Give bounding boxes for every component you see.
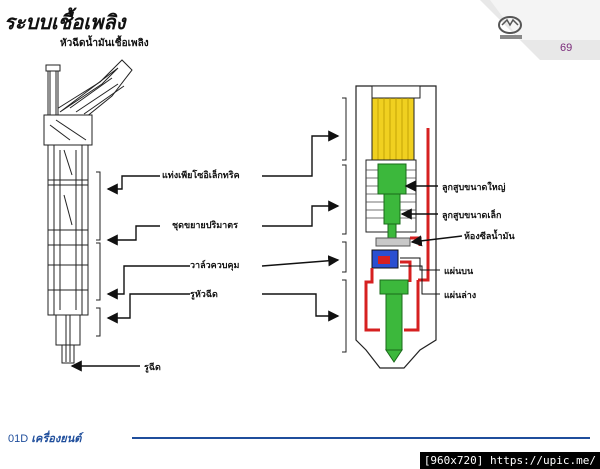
arrow-amplifier-right bbox=[262, 200, 340, 227]
arrow-valve-left bbox=[106, 265, 190, 300]
label-upper-plate: แผ่นบน bbox=[444, 267, 474, 277]
left-brackets bbox=[96, 171, 101, 337]
page-subtitle: หัวฉีดน้ำมันเชื้อเพลิง bbox=[60, 38, 149, 49]
arrow-solenoid-right bbox=[262, 130, 340, 177]
label-injection-hole: รูฉีด bbox=[144, 363, 161, 373]
footer-code: 01D bbox=[8, 433, 29, 445]
watermark: [960x720] https://upic.me/ bbox=[419, 452, 600, 469]
footer-section: เครื่องยนต์ bbox=[31, 433, 82, 445]
label-large-piston: ลูกสูบขนาดใหญ่ bbox=[442, 183, 506, 193]
arrow-nozzle-left bbox=[106, 293, 190, 324]
label-small-piston: ลูกสูบขนาดเล็ก bbox=[442, 211, 502, 221]
arrow-nozzle-right bbox=[262, 293, 340, 322]
page-number: 69 bbox=[560, 42, 573, 54]
right-brackets bbox=[342, 97, 347, 353]
plate-arrows bbox=[400, 257, 440, 295]
arrow-oil-chamber bbox=[410, 235, 463, 247]
footer-divider bbox=[132, 437, 590, 439]
footer-title: 01D เครื่องยนต์ bbox=[8, 429, 81, 447]
label-lower-plate: แผ่นล่าง bbox=[444, 291, 477, 301]
mazda-logo-icon bbox=[480, 0, 600, 60]
label-amplifier: ชุดขยายปริมาตร bbox=[172, 221, 238, 231]
arrow-amplifier-left bbox=[106, 225, 160, 246]
label-nozzle: รูหัวฉีด bbox=[190, 290, 218, 300]
page-title: ระบบเชื้อเพลิง bbox=[4, 10, 126, 34]
label-solenoid: แท่งเพียโซอิเล็กทริค bbox=[162, 171, 240, 181]
label-oil-chamber: ห้องซีลน้ำมัน bbox=[464, 232, 515, 242]
arrow-valve-right bbox=[261, 255, 340, 267]
injector-cross-section bbox=[355, 85, 437, 369]
pointer-arrows bbox=[70, 130, 463, 372]
injector-side-view bbox=[43, 59, 133, 364]
label-control-valve: วาล์วควบคุม bbox=[190, 261, 240, 271]
arrow-solenoid-left bbox=[106, 175, 160, 195]
